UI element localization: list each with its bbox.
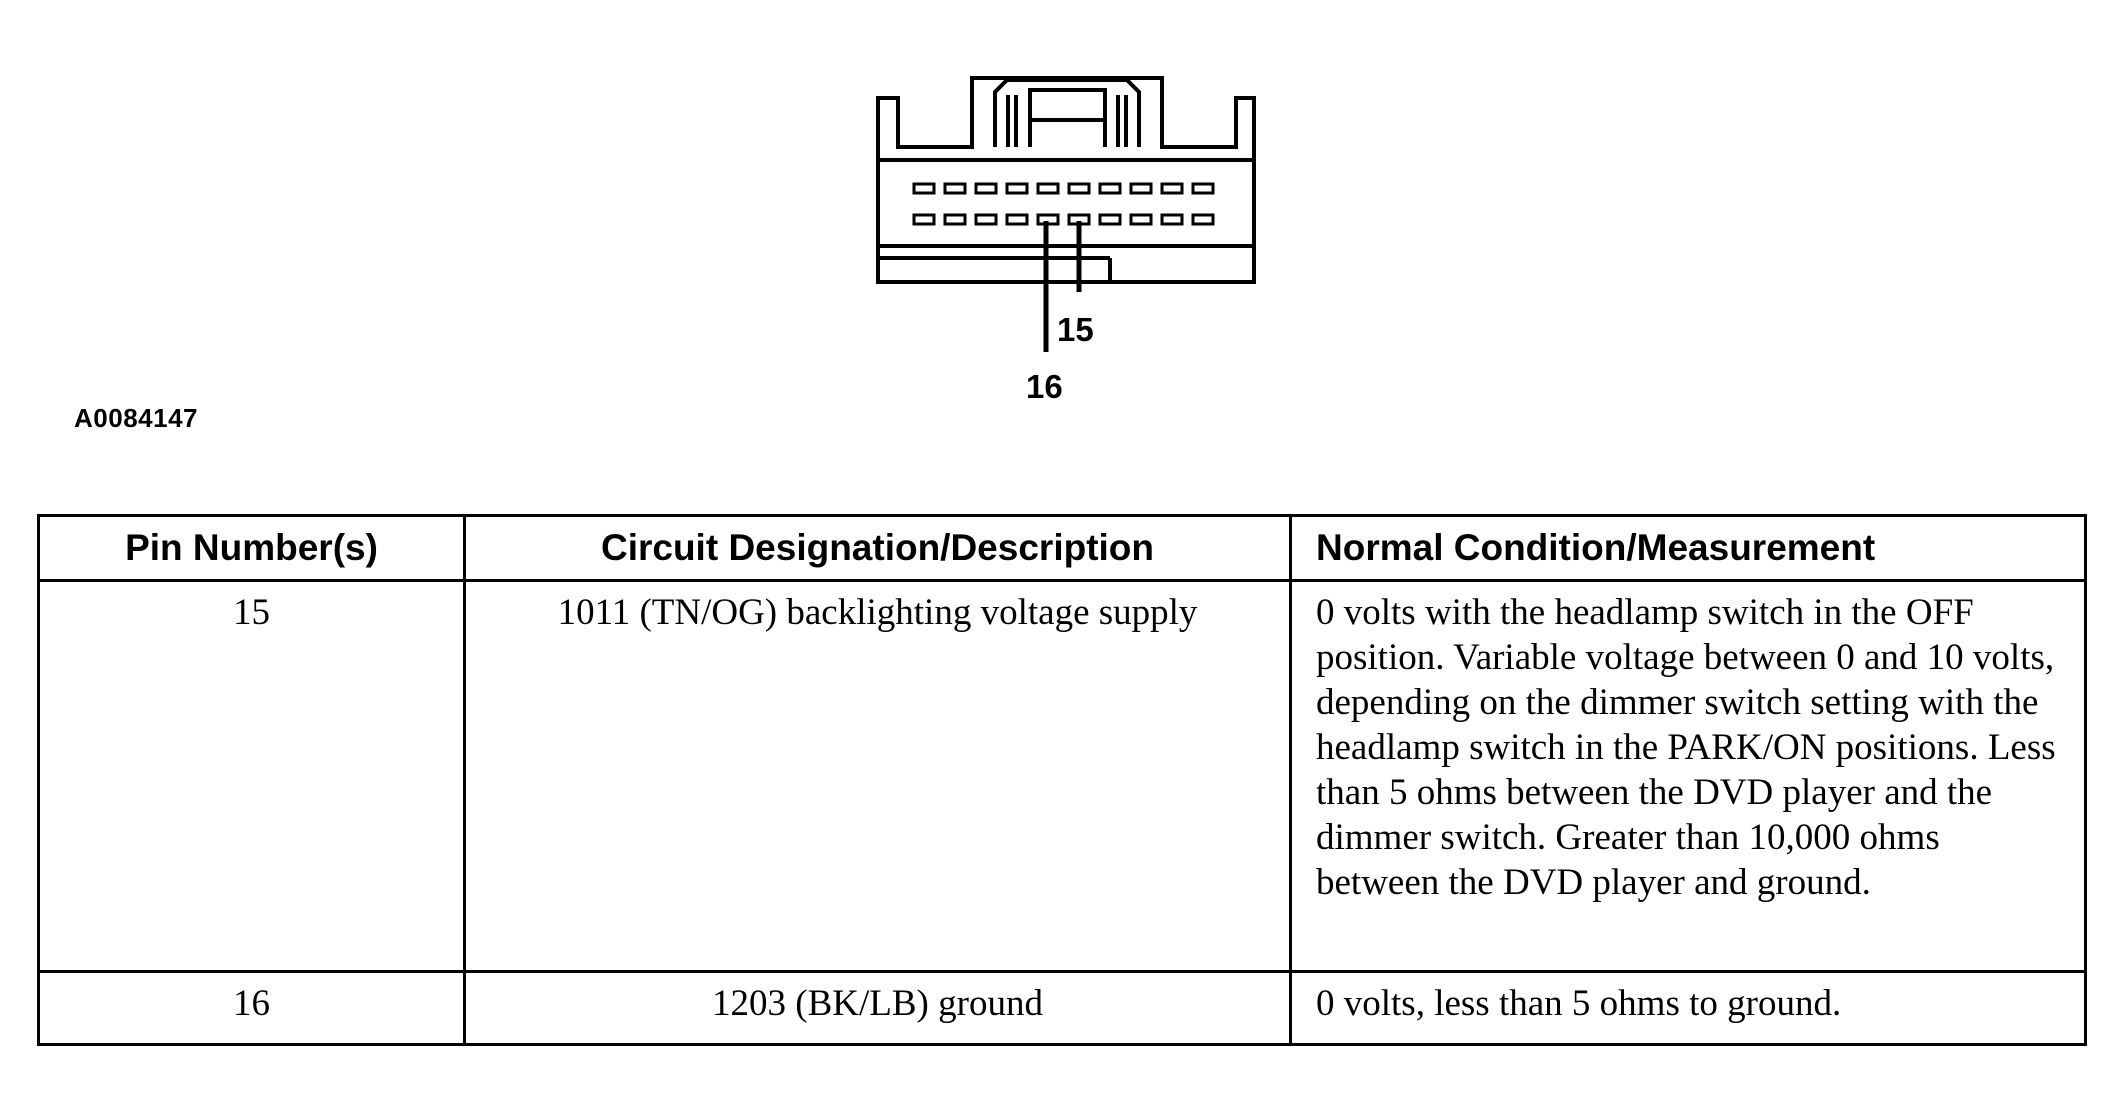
pin-table: Pin Number(s) Circuit Designation/Descri…	[37, 514, 2087, 1046]
connector-latch	[993, 78, 1141, 147]
circuit-cell: 1203 (BK/LB) ground	[463, 970, 1292, 1046]
pin-cell: 16	[37, 970, 466, 1046]
pin-16-label: 16	[1026, 368, 1063, 405]
connector-housing	[876, 76, 1256, 284]
pin-cavity	[912, 182, 936, 195]
table-header-row: Pin Number(s) Circuit Designation/Descri…	[37, 514, 2087, 582]
circuit-cell: 1011 (TN/OG) backlighting voltage supply	[463, 579, 1292, 973]
connector-diagram: 15 16	[876, 76, 1256, 405]
measurement-cell: 0 volts, less than 5 ohms to ground.	[1289, 970, 2087, 1046]
pin-cavity	[943, 182, 967, 195]
header-circuit: Circuit Designation/Description	[463, 514, 1292, 582]
pin-cavity	[1098, 213, 1122, 226]
pin-cavity	[1036, 182, 1060, 195]
pin-cavity	[1005, 182, 1029, 195]
pin-cavity	[943, 213, 967, 226]
pin-cavity	[1160, 213, 1184, 226]
pin-cavity	[1005, 213, 1029, 226]
header-pin-number: Pin Number(s)	[37, 514, 466, 582]
table-row: 15 1011 (TN/OG) backlighting voltage sup…	[37, 579, 2087, 973]
pin-cavity	[1098, 182, 1122, 195]
pin-cavity	[1067, 182, 1091, 195]
pin-cavity	[974, 213, 998, 226]
pin-cavity	[1129, 213, 1153, 226]
header-measurement: Normal Condition/Measurement	[1289, 514, 2087, 582]
pin-cavity	[1191, 182, 1215, 195]
pin-cavity	[1160, 182, 1184, 195]
measurement-cell: 0 volts with the headlamp switch in the …	[1289, 579, 2087, 973]
figure-id: A0084147	[74, 403, 198, 433]
pin-cell: 15	[37, 579, 466, 973]
pin-cavity	[912, 213, 936, 226]
pin-15-label: 15	[1057, 311, 1094, 348]
pin-cavity	[1191, 213, 1215, 226]
pin-cavity	[974, 182, 998, 195]
pin-cavity	[1129, 182, 1153, 195]
table-row: 16 1203 (BK/LB) ground 0 volts, less tha…	[37, 970, 2087, 1046]
